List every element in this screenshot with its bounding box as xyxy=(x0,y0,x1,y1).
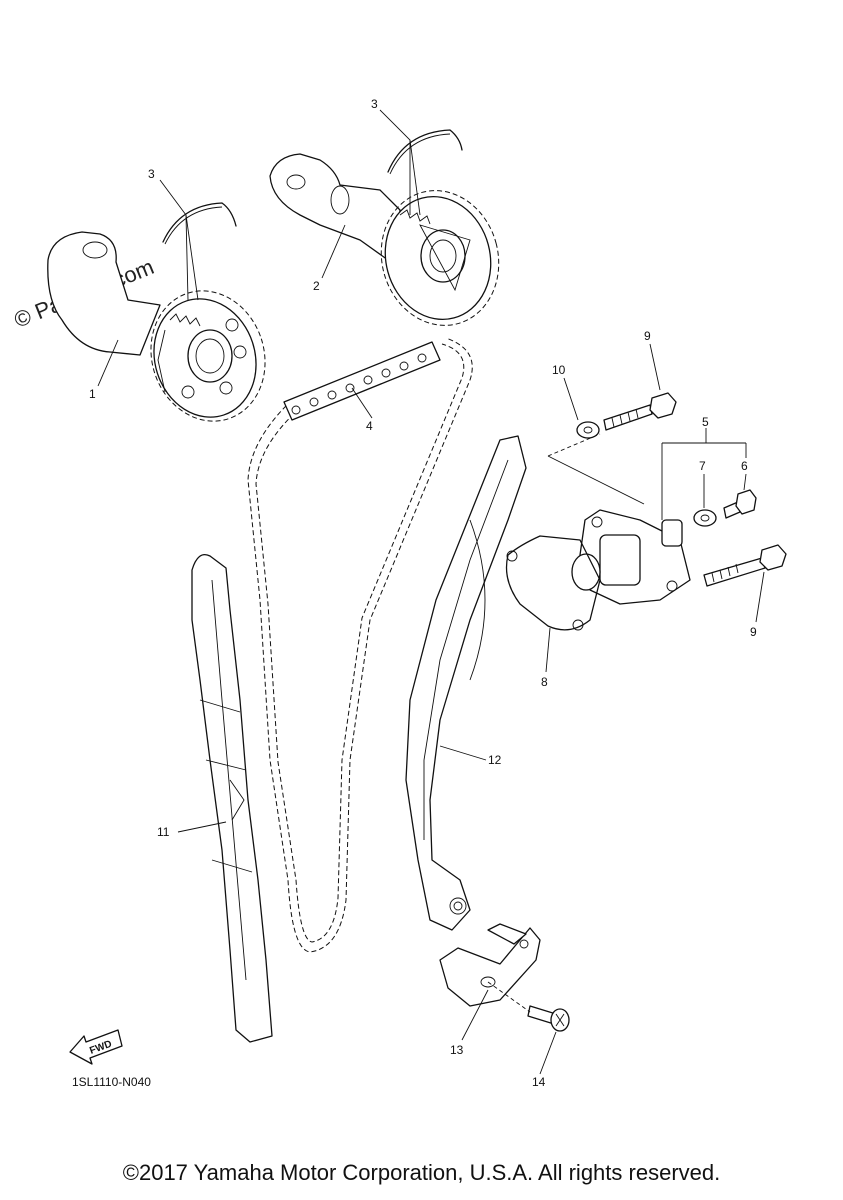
gasket-7[interactable] xyxy=(693,509,717,527)
tensioner-guide-12[interactable] xyxy=(405,435,527,931)
callout-2: 2 xyxy=(313,279,320,293)
callout-11: 11 xyxy=(157,825,170,839)
fwd-arrow-icon: FWD xyxy=(69,1029,123,1065)
clip-3b[interactable] xyxy=(387,129,463,175)
callout-5: 5 xyxy=(702,415,709,429)
copyright-notice: ©2017 Yamaha Motor Corporation, U.S.A. A… xyxy=(122,1160,721,1185)
callout-1: 1 xyxy=(89,387,96,401)
callout-9b: 9 xyxy=(750,625,757,639)
callout-9a: 9 xyxy=(644,329,651,343)
tensioner-assembly-5[interactable] xyxy=(571,509,691,605)
washer-10[interactable] xyxy=(576,421,600,439)
bolt-9a[interactable] xyxy=(603,392,677,431)
callout-4: 4 xyxy=(366,419,373,433)
screw-14[interactable] xyxy=(527,1005,570,1032)
stopper-guide-13[interactable] xyxy=(439,923,541,1007)
callout-7: 7 xyxy=(699,459,706,473)
callout-6: 6 xyxy=(741,459,748,473)
callout-10: 10 xyxy=(552,363,566,377)
cam-chain-4[interactable] xyxy=(247,337,473,953)
callout-8: 8 xyxy=(541,675,548,689)
diagram-code: 1SL1110-N040 xyxy=(72,1075,151,1089)
callout-13: 13 xyxy=(450,1043,464,1057)
leader-lines xyxy=(97,109,765,1075)
clip-3a[interactable] xyxy=(162,202,237,245)
bolt-6[interactable] xyxy=(723,489,757,519)
callout-14: 14 xyxy=(532,1075,546,1089)
callout-3a: 3 xyxy=(148,167,155,181)
bolt-9b[interactable] xyxy=(703,544,787,587)
camshaft-2[interactable] xyxy=(269,153,514,339)
camshaft-1[interactable] xyxy=(47,231,282,436)
chain-guide-11[interactable] xyxy=(191,553,273,1043)
callout-3b: 3 xyxy=(371,97,378,111)
gasket-8[interactable] xyxy=(505,535,601,631)
callout-12: 12 xyxy=(488,753,502,767)
